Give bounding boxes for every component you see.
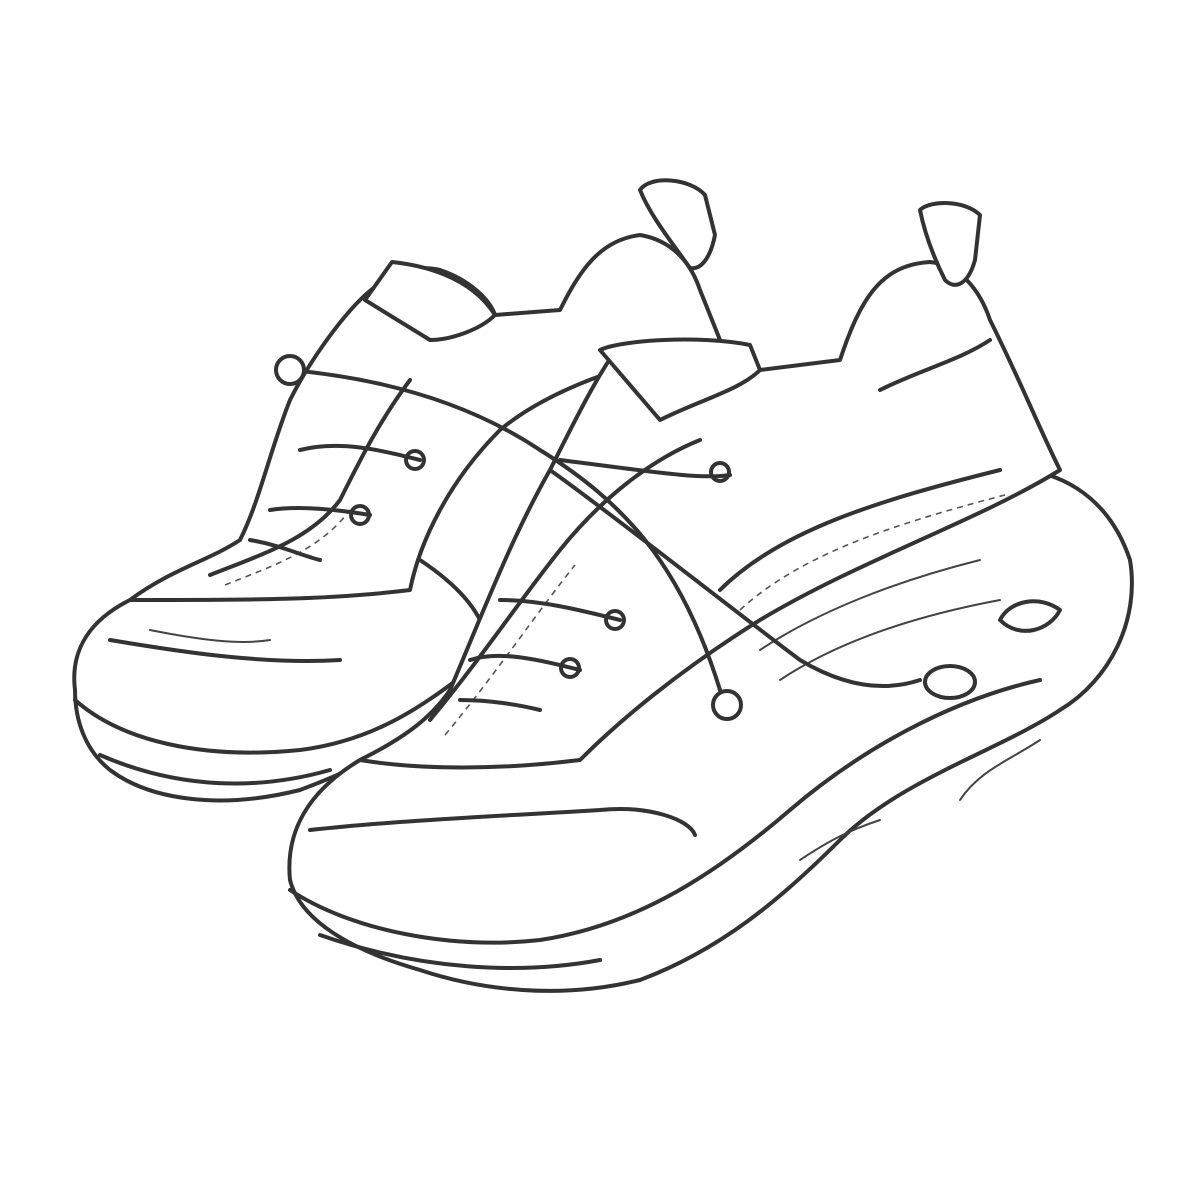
right-shoe [287, 201, 1134, 993]
laces [248, 354, 977, 721]
